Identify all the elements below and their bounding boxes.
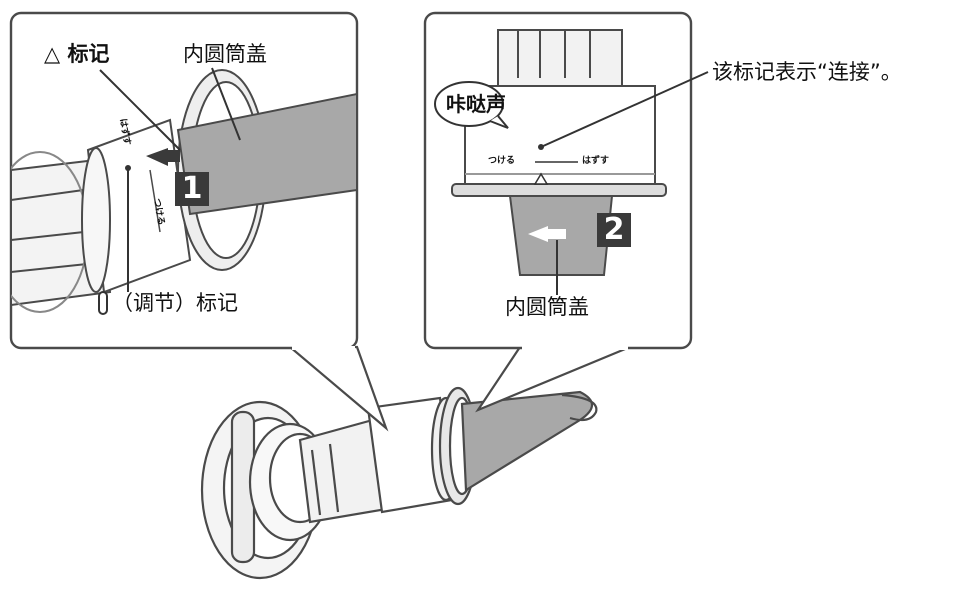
left-callout-panel (0, 13, 386, 428)
inner-cap-label-right: 内圆筒盖 (505, 297, 589, 318)
step-1-badge: 1 (175, 172, 209, 206)
step-2-badge: 2 (597, 213, 631, 247)
adjust-mark-icon (99, 292, 107, 314)
scale-detach-text: はずす (582, 157, 609, 166)
inner-cap-label-left: 内圆筒盖 (183, 44, 267, 65)
scale-attach-text: つける (488, 157, 515, 166)
right-callout-panel (425, 13, 708, 410)
product-illustration (202, 388, 596, 578)
triangle-mark-label: △ 标记 (44, 44, 109, 65)
click-sound-label: 咔哒声 (446, 94, 506, 114)
connect-callout-label: 该标记表示“连接”。 (712, 62, 902, 83)
adjust-mark-label: （调节）标记 (112, 293, 238, 314)
